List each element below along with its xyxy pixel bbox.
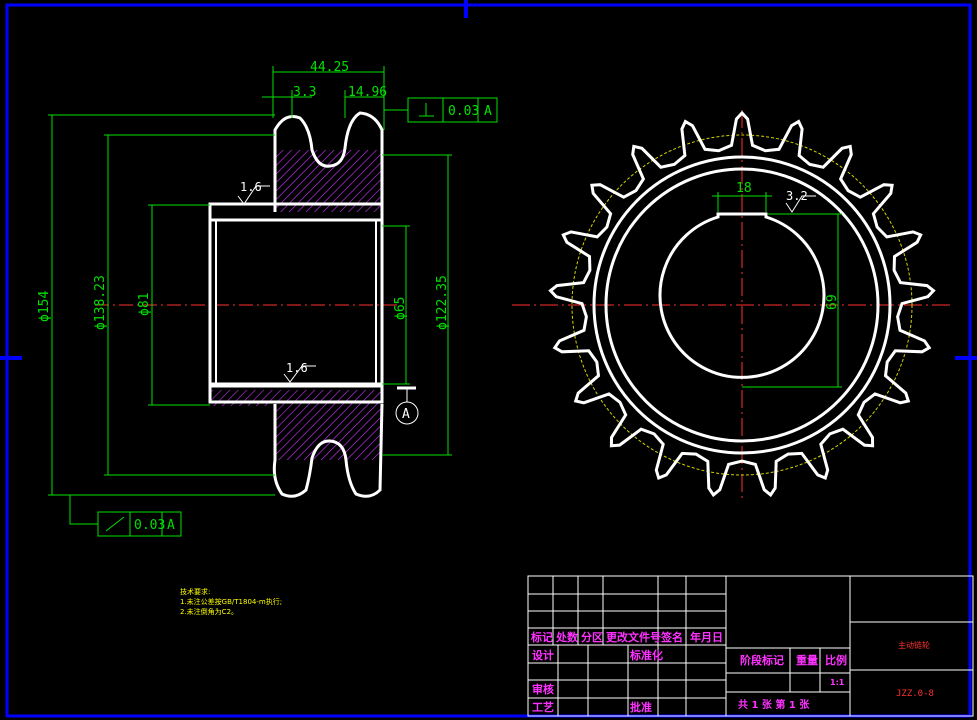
tb-header-cell: 更改文件号 — [606, 630, 661, 644]
dim-keyway-depth: 69 — [825, 294, 840, 310]
tolerance-frame-bottom — [69, 495, 182, 537]
tb-process: 工艺 — [532, 700, 554, 714]
sprocket-outline — [208, 111, 384, 498]
dim-dia-inner: ϕ65 — [393, 297, 408, 320]
tb-approve: 批准 — [630, 700, 652, 714]
tolerance-frame-top — [384, 97, 498, 123]
front-view: 18 3.2 69 — [512, 110, 950, 500]
tb-sheets: 共 1 张 第 1 张 — [738, 698, 810, 711]
tb-part-name: 主动链轮 — [898, 640, 930, 650]
side-section-view: 44.25 3.3 14.96 ϕ154 ϕ138.23 ϕ81 ϕ65 ϕ12… — [37, 60, 498, 537]
dim-overall-width: 44.25 — [310, 60, 349, 75]
dim-groove: 3.3 — [293, 85, 316, 100]
datum-a-circle — [395, 401, 419, 425]
tb-weight: 重量 — [796, 653, 818, 667]
technical-notes: 技术要求: 1.未注公差按GB/T1804-m执行; 2.未注倒角为C2。 — [180, 587, 282, 616]
pitch-circle — [571, 134, 913, 476]
tb-stage-mark: 阶段标记 — [740, 653, 784, 667]
tb-drawing-no: JZZ.0-8 — [896, 689, 934, 699]
tb-review: 审核 — [532, 682, 554, 696]
roughness-bottom: 1.6 — [286, 361, 308, 375]
dim-dia-outer: ϕ154 — [37, 291, 52, 322]
dim-dia-bore: ϕ81 — [137, 293, 152, 316]
hub-circle-outer — [592, 155, 892, 455]
hub-circle-inner — [604, 167, 880, 443]
dim-keyway-width: 18 — [736, 181, 752, 196]
tb-header-cell: 签名 — [660, 630, 683, 644]
sprocket-teeth-outline — [548, 110, 936, 498]
tech-notes-title: 技术要求: — [180, 587, 210, 596]
tolerance-bottom-value: 0.03 — [134, 518, 165, 533]
tb-header-cell: 处数 — [555, 630, 579, 644]
datum-a-label: A — [402, 407, 410, 422]
tech-notes-line1: 1.未注公差按GB/T1804-m执行; — [180, 597, 282, 606]
tb-design: 设计 — [532, 648, 554, 662]
dim-dia-hub: ϕ138.23 — [93, 275, 108, 330]
tech-notes-line2: 2.未注倒角为C2。 — [180, 607, 238, 616]
bore-keyway — [658, 212, 826, 379]
title-block-header-row: 标记处数分区更改文件号签名年月日 — [530, 630, 723, 644]
dim-dia-root: ϕ122.35 — [435, 275, 450, 330]
tb-header-cell: 分区 — [581, 630, 603, 644]
roughness-top: 1.6 — [240, 180, 262, 194]
title-block: 标记处数分区更改文件号签名年月日 设计 标准化 阶段标记 重量 比例 1:1 审… — [527, 575, 974, 717]
roughness-front: 3.2 — [786, 189, 808, 203]
tb-header-cell: 年月日 — [690, 630, 723, 644]
tolerance-top-value: 0.03 — [448, 104, 479, 119]
tb-header-cell: 标记 — [530, 630, 553, 644]
dim-tooth-width: 14.96 — [348, 85, 387, 100]
tb-scale-label: 比例 — [825, 653, 847, 667]
tolerance-bottom-datum: A — [167, 518, 175, 533]
tb-standardize: 标准化 — [629, 648, 663, 662]
tolerance-top-datum: A — [484, 104, 492, 119]
hatch-top — [275, 150, 382, 212]
tb-scale-value: 1:1 — [830, 678, 845, 687]
